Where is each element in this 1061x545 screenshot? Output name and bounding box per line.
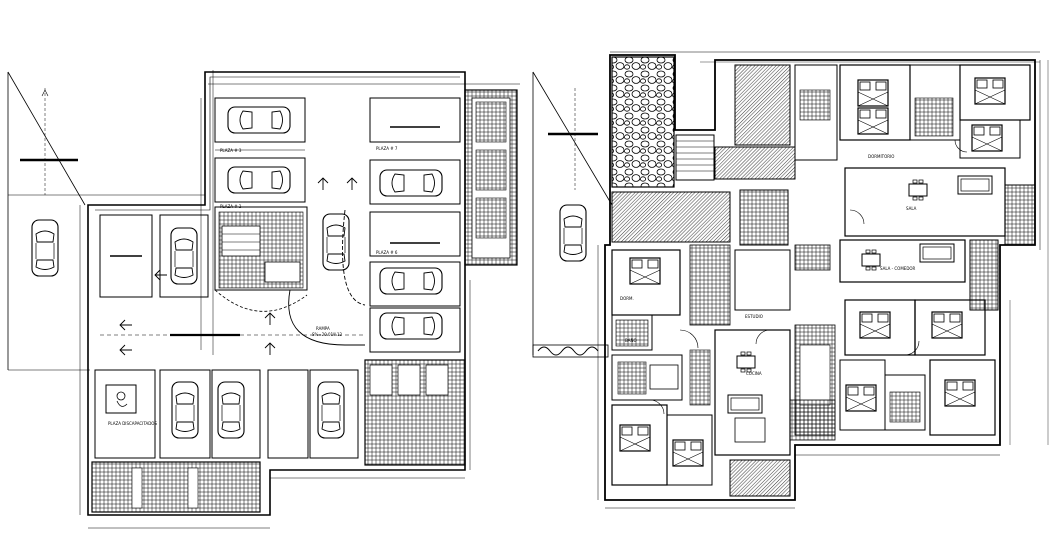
room-label-study: ESTUDIO: [745, 314, 763, 319]
room-label-dorm: DORM.: [620, 296, 634, 301]
room-label-bath: BAÑO: [625, 338, 637, 343]
room-label-bedroom: DORMITORIO: [868, 154, 894, 159]
space-label-accessible: PLAZA DISCAPACITADOS: [108, 421, 157, 426]
ramp-slope-label: S%=20.01%12: [312, 332, 342, 337]
room-label-living-dining: SALA - COMEDOR: [880, 266, 916, 271]
room-label-kitchen: COCINA: [746, 371, 762, 376]
floor-plan: [532, 51, 1049, 509]
room-label-living: SALA: [906, 206, 917, 211]
space-label-7: PLAZA # 7: [376, 146, 398, 151]
space-label-2: PLAZA # 2: [220, 204, 242, 209]
floor-labels: SALA SALA - COMEDOR COCINA BAÑO DORMITOR…: [620, 154, 917, 376]
space-label-6: PLAZA # 6: [376, 250, 398, 255]
parking-labels: RAMPA S%=20.01%12 PLAZA DISCAPACITADOS P…: [108, 146, 398, 426]
ramp-label: RAMPA: [316, 326, 330, 331]
space-label-3: PLAZA # 3: [220, 148, 242, 153]
parking-plan: [7, 70, 520, 529]
